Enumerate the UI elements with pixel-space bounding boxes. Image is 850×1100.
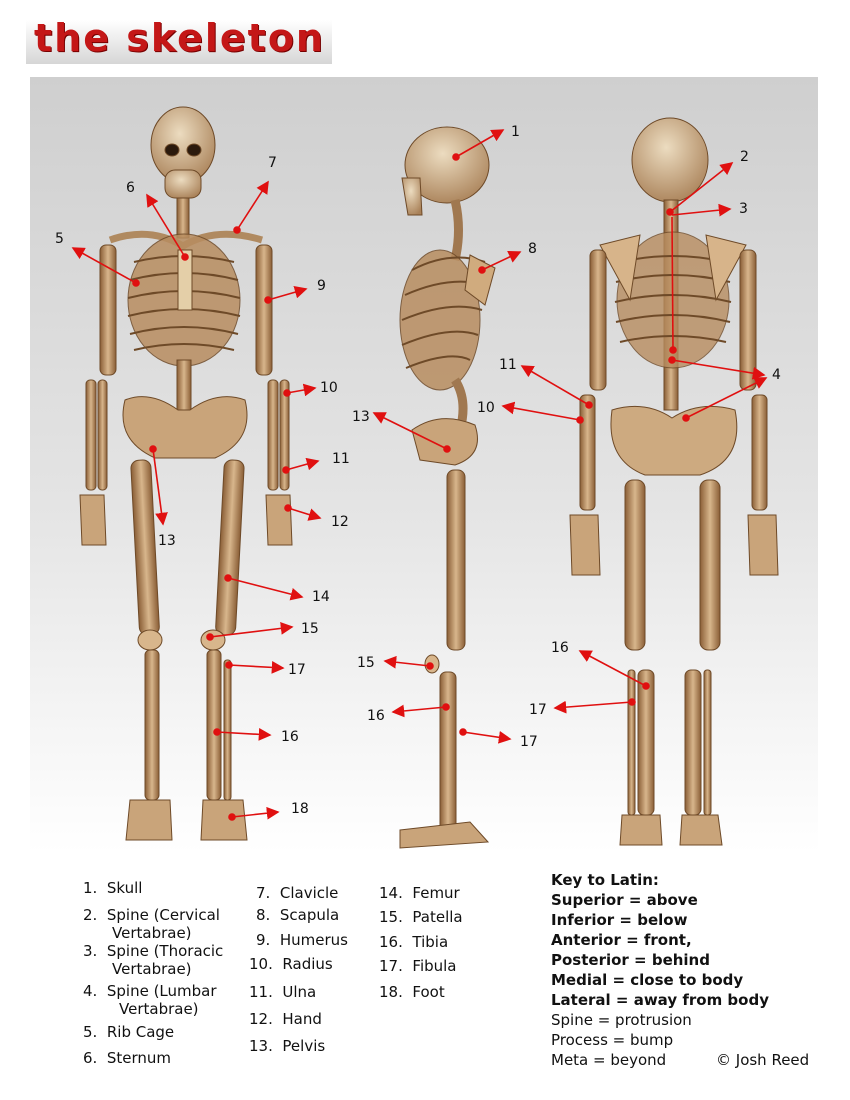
header-banner: the skeleton	[26, 16, 332, 64]
legend-item-fibula: 17. Fibula	[379, 957, 457, 975]
marker-17-front: 17	[288, 662, 306, 678]
latin-key-line: Superior = above	[551, 891, 698, 909]
legend-item-skull: 1. Skull	[83, 879, 143, 897]
marker-8: 8	[528, 241, 537, 257]
marker-10-back: 10	[477, 400, 495, 416]
legend-item-humerus: 9. Humerus	[256, 931, 348, 949]
marker-16-side: 16	[367, 708, 385, 724]
latin-key-line: Anterior = front,	[551, 931, 692, 949]
marker-4: 4	[772, 367, 781, 383]
legend-item-scapula: 8. Scapula	[256, 906, 340, 924]
marker-3: 3	[739, 201, 748, 217]
latin-key-line: Meta = beyond	[551, 1051, 667, 1069]
legend-item-hand: 12. Hand	[249, 1010, 322, 1028]
legend-item-cervical: 2. Spine (Cervical Vertabrae)	[83, 906, 220, 942]
page-title: the skeleton	[34, 16, 325, 60]
marker-15-side: 15	[357, 655, 375, 671]
marker-2: 2	[740, 149, 749, 165]
legend-item-femur: 14. Femur	[379, 884, 460, 902]
marker-17-back: 17	[529, 702, 547, 718]
latin-key-line: Posterior = behind	[551, 951, 710, 969]
marker-15-front: 15	[301, 621, 319, 637]
marker-11-back: 11	[499, 357, 517, 373]
marker-10-front: 10	[320, 380, 338, 396]
latin-key: Key to Latin: Superior = above Inferior …	[551, 870, 769, 1070]
legend-item-clavicle: 7. Clavicle	[256, 884, 339, 902]
marker-7: 7	[268, 155, 277, 171]
legend-item-tibia: 16. Tibia	[379, 933, 449, 951]
legend-item-ribcage: 5. Rib Cage	[83, 1023, 175, 1041]
side-skeleton	[399, 126, 496, 849]
legend-item-thoracic: 3. Spine (Thoracic Vertabrae)	[83, 942, 224, 978]
front-skeleton	[79, 106, 293, 841]
marker-18: 18	[291, 801, 309, 817]
latin-key-line: Inferior = below	[551, 911, 688, 929]
copyright-credit: © Josh Reed	[716, 1051, 810, 1069]
marker-1: 1	[511, 124, 520, 140]
skeleton-diagram: 6 7 5 9 10 11 12 13 14 15 17 16 18 1 8 1…	[55, 106, 781, 849]
legend-item-ulna: 11. Ulna	[249, 983, 317, 1001]
latin-key-line: Medial = close to body	[551, 971, 744, 989]
marker-6: 6	[126, 180, 135, 196]
marker-5: 5	[55, 231, 64, 247]
marker-9: 9	[317, 278, 326, 294]
marker-16-front: 16	[281, 729, 299, 745]
legend-item-sternum: 6. Sternum	[83, 1049, 172, 1067]
number-labels: 6 7 5 9 10 11 12 13 14 15 17 16 18 1 8 1…	[55, 124, 781, 817]
latin-key-title: Key to Latin:	[551, 871, 659, 889]
annotation-arrows	[71, 129, 768, 821]
legend-item-radius: 10. Radius	[249, 955, 333, 973]
legend-item-pelvis: 13. Pelvis	[249, 1037, 326, 1055]
legend-item-lumbar: 4. Spine (Lumbar Vertabrae)	[83, 982, 217, 1018]
marker-12: 12	[331, 514, 349, 530]
legend-item-foot: 18. Foot	[379, 983, 445, 1001]
marker-17-side: 17	[520, 734, 538, 750]
back-skeleton	[569, 117, 779, 846]
marker-11-front: 11	[332, 451, 350, 467]
marker-14: 14	[312, 589, 330, 605]
latin-key-line: Process = bump	[551, 1031, 674, 1049]
latin-key-line: Lateral = away from body	[551, 991, 769, 1009]
marker-16-back: 16	[551, 640, 569, 656]
marker-13-front: 13	[158, 533, 176, 549]
legend-item-patella: 15. Patella	[379, 908, 463, 926]
marker-13-side: 13	[352, 409, 370, 425]
latin-key-line: Spine = protrusion	[551, 1011, 692, 1029]
